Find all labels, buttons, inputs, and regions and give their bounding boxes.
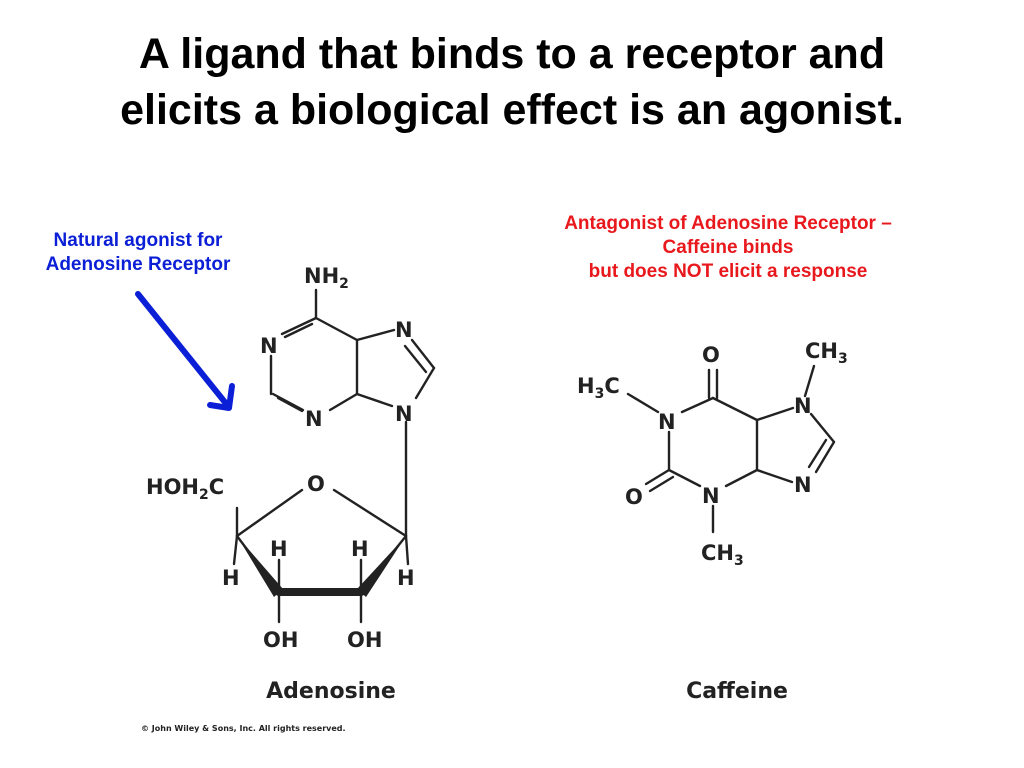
caffeine-o-top-label: O <box>702 343 720 367</box>
methyl-left-c: C <box>604 374 619 398</box>
caffeine-n7-label: N <box>794 394 812 418</box>
adenosine-n1-label: N <box>260 334 278 358</box>
ribose-h-left: H <box>222 566 240 590</box>
amine-main: NH <box>304 264 339 288</box>
amine-subscript: 2 <box>339 276 349 292</box>
hydroxymethyl-part-1: HOH <box>146 475 199 499</box>
ribose-oh-right: OH <box>347 628 382 652</box>
adenosine-structure: NH2 N N N N HOH2C O H H H H OH OH Adenos… <box>146 264 436 704</box>
methyl-bottom-ch: CH <box>701 541 734 565</box>
title-line-2: elicits a biological effect is an agonis… <box>120 86 904 134</box>
caffeine-structure: O O H3C CH3 CH3 N N N N Caffeine <box>577 339 848 704</box>
hydroxymethyl-part-2: C <box>209 475 224 499</box>
agonist-note-line-2: Adenosine Receptor <box>45 254 231 275</box>
hydroxymethyl-subscript: 2 <box>199 487 209 503</box>
caffeine-methyl-left-label: H3C <box>577 374 620 402</box>
caffeine-o-left-label: O <box>625 485 643 509</box>
adenosine-n9-label: N <box>395 402 413 426</box>
methyl-top-subscript: 3 <box>838 351 848 367</box>
ribose-h-upper-left: H <box>270 537 288 561</box>
caffeine-caption: Caffeine <box>686 679 788 704</box>
ribose-oh-left: OH <box>263 628 298 652</box>
caffeine-n1-label: N <box>658 410 676 434</box>
title-line-1: A ligand that binds to a receptor and <box>138 30 886 78</box>
hydroxymethyl-label: HOH2C <box>146 475 224 503</box>
caffeine-methyl-bottom-label: CH3 <box>701 541 744 569</box>
antagonist-note-line-2: Caffeine binds <box>662 237 794 258</box>
agonist-arrow <box>135 291 235 411</box>
adenosine-caption: Adenosine <box>266 679 396 704</box>
ribose-oxygen-label: O <box>307 472 325 496</box>
ribose-h-right: H <box>397 566 415 590</box>
slide-title: A ligand that binds to a receptor and el… <box>0 26 1024 138</box>
caffeine-methyl-top-label: CH3 <box>805 339 848 367</box>
antagonist-note-line-3: but does NOT elicit a response <box>588 261 868 282</box>
caffeine-n9-label: N <box>794 473 812 497</box>
antagonist-note-line-1: Antagonist of Adenosine Receptor – <box>564 213 892 234</box>
methyl-top-ch: CH <box>805 339 838 363</box>
ribose-h-upper-right: H <box>351 537 369 561</box>
agonist-note: Natural agonist for Adenosine Receptor <box>6 229 270 277</box>
methyl-left-h: H <box>577 374 595 398</box>
antagonist-note: Antagonist of Adenosine Receptor – Caffe… <box>480 212 976 284</box>
arrow-head <box>207 383 235 411</box>
copyright-notice: © John Wiley & Sons, Inc. All rights res… <box>141 724 346 733</box>
adenosine-amine-label: NH2 <box>304 264 349 292</box>
adenosine-n7-label: N <box>395 318 413 342</box>
methyl-bottom-subscript: 3 <box>734 553 744 569</box>
agonist-note-line-1: Natural agonist for <box>53 230 223 251</box>
adenosine-n3-label: N <box>305 407 323 431</box>
arrow-shaft <box>135 291 231 409</box>
caffeine-n3-label: N <box>702 484 720 508</box>
methyl-left-subscript: 3 <box>595 386 605 402</box>
